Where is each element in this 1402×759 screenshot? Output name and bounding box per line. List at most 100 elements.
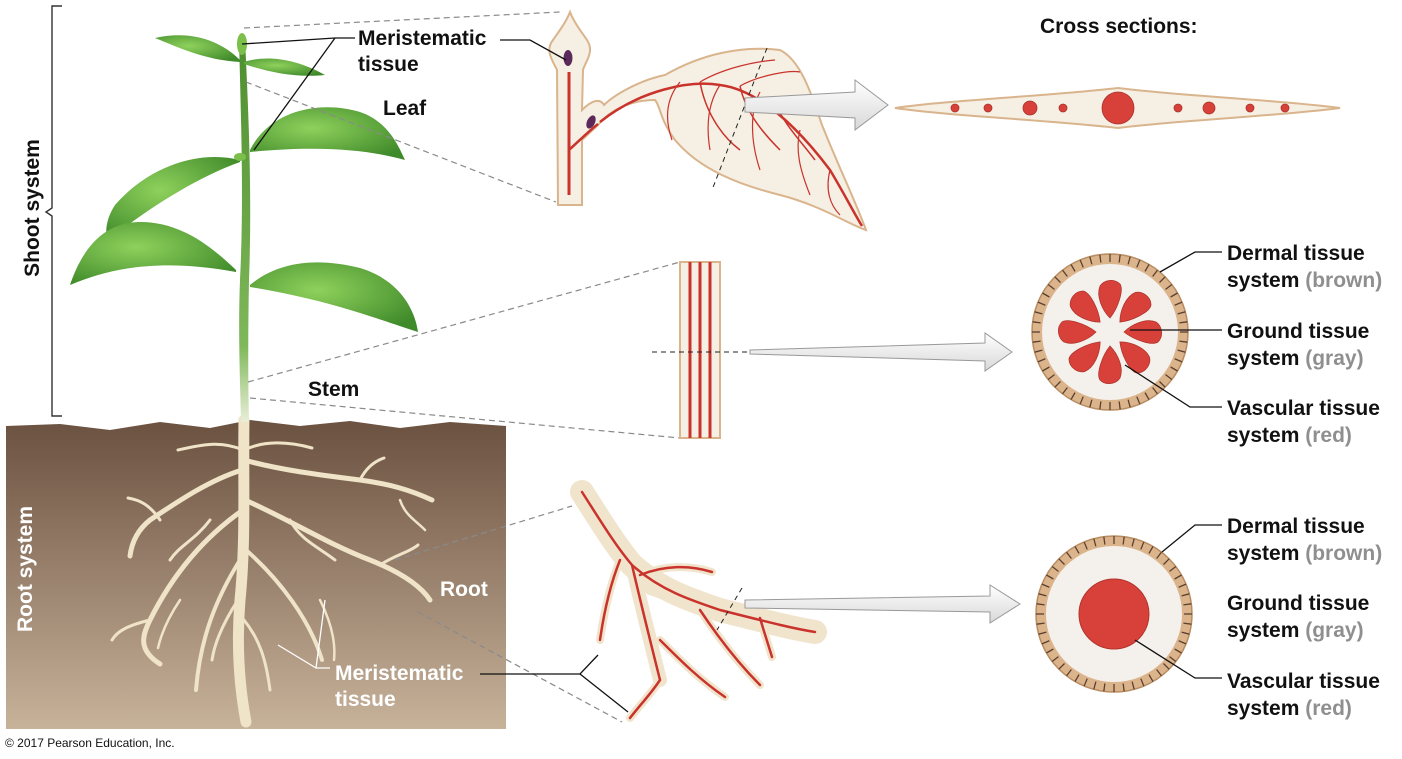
- epidermis-tick: [1122, 536, 1125, 545]
- epidermis-tick: [1062, 387, 1068, 395]
- epidermis-tick: [1156, 669, 1162, 677]
- stem-vascular-system: system (red): [1227, 422, 1352, 449]
- copyright-notice: © 2017 Pearson Education, Inc.: [5, 736, 175, 750]
- stem-dermal-label: Dermal tissue: [1227, 240, 1365, 267]
- epidermis-tick: [1051, 566, 1059, 572]
- epidermis-tick: [1152, 387, 1158, 395]
- epidermis-tick: [1178, 640, 1187, 645]
- zoom-guides: [243, 11, 681, 723]
- dermal-color-note: (brown): [1305, 269, 1383, 292]
- epidermis-tick: [1066, 669, 1072, 677]
- epidermis-tick: [1169, 566, 1177, 572]
- epidermis-tick: [1099, 401, 1102, 410]
- leaf-arrow: [744, 78, 889, 132]
- dermal-title: Dermal tissue: [1227, 242, 1365, 265]
- epidermis-tick: [1174, 358, 1183, 363]
- epidermis-tick: [1127, 399, 1131, 408]
- epidermis-tick: [1066, 551, 1072, 559]
- epidermis-tick: [1042, 366, 1050, 372]
- epidermis-tick: [1093, 681, 1097, 690]
- epidermis-tick: [1159, 276, 1166, 283]
- epidermis-tick: [1032, 340, 1041, 343]
- stem-dermal-system: system (brown): [1227, 267, 1382, 294]
- epidermis-tick: [1183, 622, 1192, 625]
- leaf-cross-section: [894, 86, 1341, 130]
- dermal-system-word: system: [1227, 269, 1300, 292]
- vascular-system-word: system: [1227, 424, 1300, 447]
- vascular-color-note: (red): [1305, 697, 1352, 720]
- root-label: Root: [440, 578, 488, 601]
- epidermis-tick: [1103, 683, 1106, 692]
- root-vascular-core: [1078, 578, 1150, 650]
- dermal-title: Dermal tissue: [1227, 515, 1365, 538]
- epidermis-tick: [1148, 546, 1154, 554]
- root-network: [110, 414, 435, 728]
- vascular-title: Vascular tissue: [1227, 670, 1380, 693]
- meristematic-top-label-line1: Meristematic: [358, 27, 487, 50]
- ground-color-note: (gray): [1305, 619, 1364, 642]
- epidermis-tick: [1152, 269, 1158, 277]
- epidermis-tick: [1159, 381, 1166, 388]
- root-ground-system: system (gray): [1227, 617, 1364, 644]
- epidermis-tick: [1165, 284, 1173, 290]
- meristematic-bottom-label-line2: tissue: [335, 688, 396, 711]
- epidermis-tick: [1148, 674, 1154, 682]
- epidermis-tick: [1181, 593, 1190, 597]
- epidermis-tick: [1183, 603, 1192, 606]
- epidermis-tick: [1174, 301, 1183, 306]
- epidermis-tick: [1036, 603, 1045, 606]
- epidermis-tick: [1074, 546, 1080, 554]
- epidermis-tick: [1163, 558, 1170, 565]
- epidermis-tick: [1058, 558, 1065, 565]
- ground-title: Ground tissue: [1227, 592, 1370, 615]
- stem-ground-label: Ground tissue: [1227, 318, 1369, 345]
- stem-arrow: [749, 332, 1013, 372]
- epidermis-tick: [1177, 349, 1186, 353]
- epidermis-tick: [1034, 349, 1043, 353]
- stem-vascular-bundles: [1058, 280, 1162, 384]
- leader-lines-white: [277, 599, 330, 669]
- epidermis-tick: [1144, 264, 1150, 272]
- epidermis-tick: [1170, 366, 1178, 372]
- epidermis-tick: [1079, 259, 1084, 268]
- epidermis-tick: [1156, 551, 1162, 559]
- stem-segment: [652, 261, 760, 439]
- epidermis-tick: [1032, 321, 1041, 324]
- epidermis-tick: [1037, 301, 1046, 306]
- ground-system-word: system: [1227, 619, 1300, 642]
- root-dermal-label: Dermal tissue: [1227, 513, 1365, 540]
- epidermis-tick: [1178, 583, 1187, 588]
- stem-epidermis-ticks: [1032, 254, 1188, 410]
- epidermis-tick: [1054, 381, 1061, 388]
- epidermis-tick: [1058, 663, 1065, 670]
- epidermis-tick: [1181, 631, 1190, 635]
- epidermis-tick: [1041, 640, 1050, 645]
- root-arrow: [744, 584, 1021, 624]
- epidermis-tick: [1047, 374, 1055, 380]
- epidermis-tick: [1074, 674, 1080, 682]
- vascular-system-word: system: [1227, 697, 1300, 720]
- epidermis-tick: [1165, 374, 1173, 380]
- epidermis-tick: [1131, 681, 1135, 690]
- epidermis-tick: [1122, 683, 1125, 692]
- epidermis-tick: [1144, 392, 1150, 400]
- leader-lines: [241, 37, 1222, 713]
- root-cross-section: [1035, 535, 1193, 693]
- epidermis-tick: [1070, 264, 1076, 272]
- epidermis-tick: [1118, 401, 1121, 410]
- epidermis-tick: [1054, 276, 1061, 283]
- root-epidermis-ticks: [1036, 536, 1192, 692]
- epidermis-tick: [1174, 648, 1182, 654]
- leaf-detail: [548, 9, 868, 232]
- ground-title: Ground tissue: [1227, 320, 1370, 343]
- vascular-color-note: (red): [1305, 424, 1352, 447]
- epidermis-tick: [1177, 311, 1186, 315]
- epidermis-tick: [1038, 631, 1047, 635]
- epidermis-tick: [1136, 259, 1141, 268]
- stem-vascular-label: Vascular tissue: [1227, 395, 1380, 422]
- epidermis-tick: [1046, 574, 1054, 580]
- epidermis-tick: [1089, 399, 1093, 408]
- stem-cross-section: [1031, 253, 1189, 411]
- epidermis-tick: [1140, 541, 1145, 550]
